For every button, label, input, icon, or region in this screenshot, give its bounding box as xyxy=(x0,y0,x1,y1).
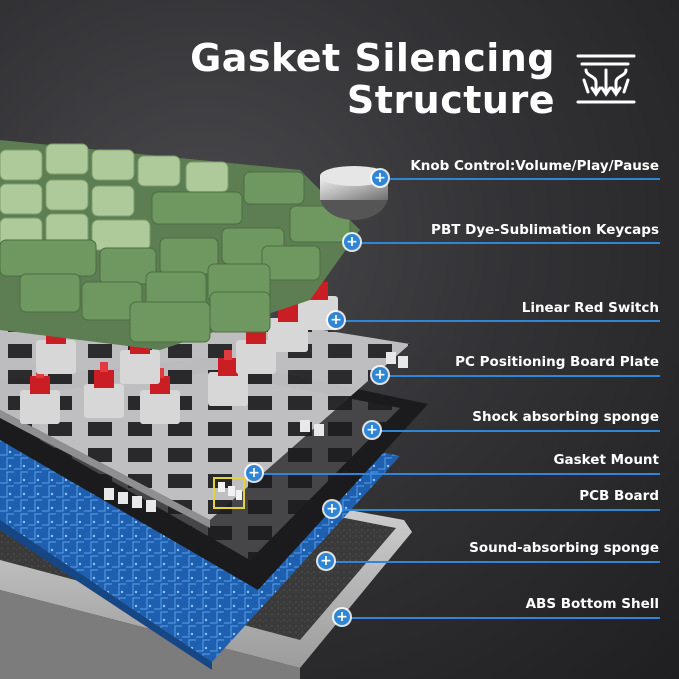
spring-mount-icon xyxy=(576,54,636,104)
plus-icon: + xyxy=(334,609,350,625)
callout-line-sound-sponge xyxy=(334,561,660,563)
page-title-line2: Structure xyxy=(346,78,555,122)
callout-label-knob: Knob Control:Volume/Play/Pause xyxy=(410,158,659,174)
plus-icon: + xyxy=(246,465,262,481)
callout-line-switch xyxy=(344,320,660,322)
plus-icon: + xyxy=(364,422,380,438)
callout-line-knob xyxy=(390,178,660,180)
callout-label-keycaps: PBT Dye-Sublimation Keycaps xyxy=(431,222,659,238)
plus-icon: + xyxy=(372,367,388,383)
callout-label-pcb: PCB Board xyxy=(579,488,659,504)
page-title-line1: Gasket Silencing xyxy=(190,36,555,80)
plus-icon: + xyxy=(324,501,340,517)
callout-label-sound-sponge: Sound-absorbing sponge xyxy=(469,540,659,556)
callout-line-shock-sponge xyxy=(380,430,660,432)
callout-line-keycaps xyxy=(360,242,660,244)
callout-line-pcb xyxy=(340,509,660,511)
red-switch-array xyxy=(20,274,338,424)
plus-icon: + xyxy=(328,312,344,328)
callout-line-gasket xyxy=(262,473,660,475)
plus-icon: + xyxy=(344,234,360,250)
pbt-keycaps xyxy=(0,140,360,350)
callout-label-plate: PC Positioning Board Plate xyxy=(455,354,659,370)
callout-label-shell: ABS Bottom Shell xyxy=(525,596,659,612)
callout-line-shell xyxy=(350,617,660,619)
callout-label-switch: Linear Red Switch xyxy=(521,300,659,316)
plus-icon: + xyxy=(372,170,388,186)
callout-label-shock-sponge: Shock absorbing sponge xyxy=(472,409,659,425)
callout-label-gasket: Gasket Mount xyxy=(553,452,659,468)
plus-icon: + xyxy=(318,553,334,569)
callout-line-plate xyxy=(388,375,660,377)
volume-knob xyxy=(320,166,388,220)
